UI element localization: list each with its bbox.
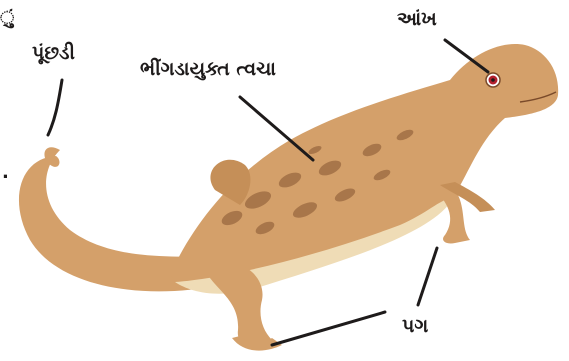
cropped-dot-left: . (2, 162, 9, 183)
tail-leader-line (48, 80, 62, 135)
label-leg: પગ (402, 315, 428, 337)
leg-leader-line-front (418, 248, 437, 305)
label-eye: આંખ (397, 8, 437, 30)
lizard-back-leg-upper (210, 160, 250, 205)
label-tail: પૂંછડી (32, 42, 75, 64)
cropped-text-top-left: ું (0, 8, 14, 29)
label-skin: ભીંગડાયુક્ત ત્વચા (140, 58, 276, 80)
leg-leader-line-back (272, 312, 385, 345)
